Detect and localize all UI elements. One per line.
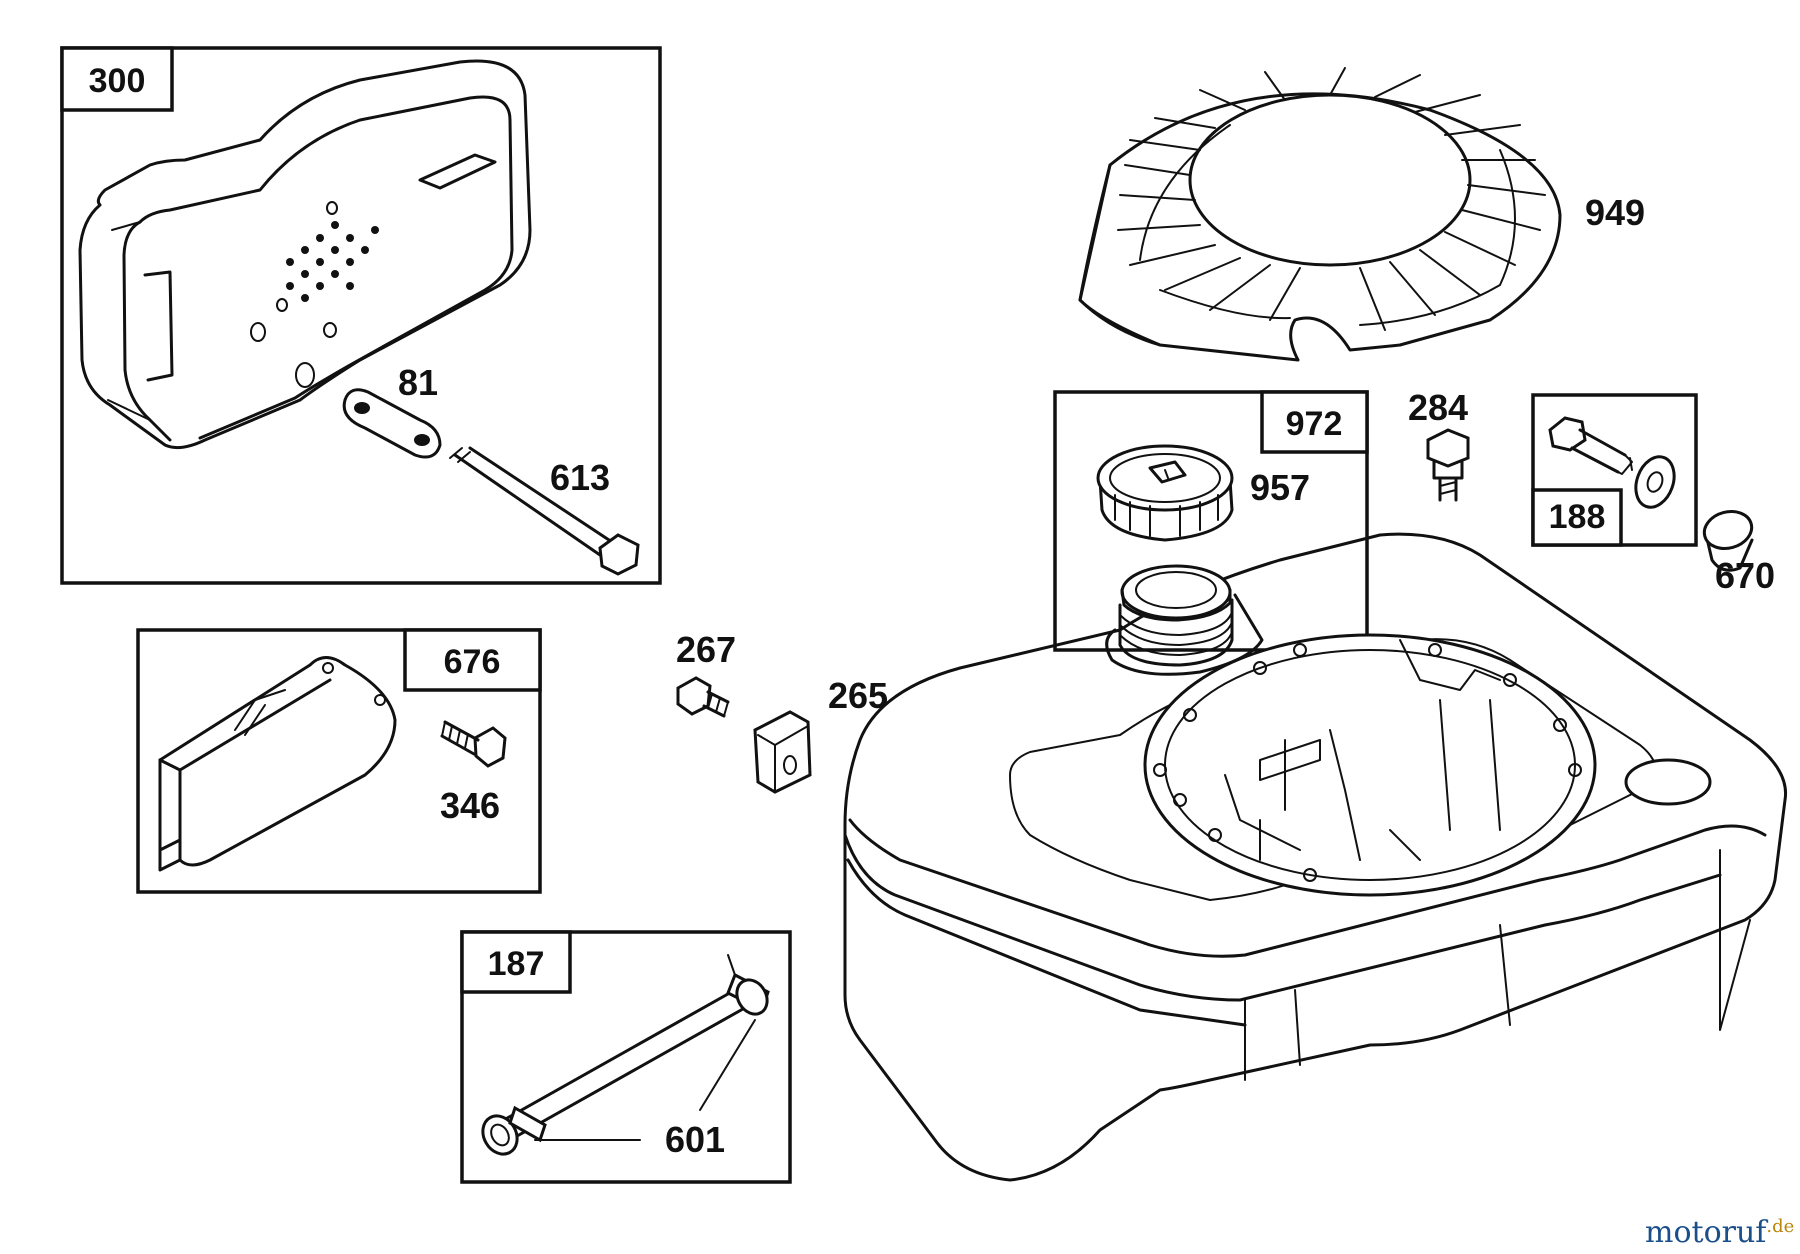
screw-346-icon [440, 720, 507, 768]
lock-plate-label: 81 [398, 362, 438, 403]
fuel-line-icon [481, 954, 770, 1156]
muffler-kit-label: 300 [89, 62, 146, 100]
blower-screen-icon [1078, 67, 1562, 362]
spacer-icon [1702, 510, 1754, 572]
muffler-kit-tag [60, 46, 174, 112]
muffler-bolt-icon [449, 446, 640, 576]
washer-icon [1634, 455, 1676, 509]
screw-346-label: 346 [440, 785, 500, 826]
guard-tag [403, 628, 542, 692]
watermark-brand: motoruf [1645, 1215, 1768, 1250]
screw-284-label: 284 [1408, 387, 1468, 428]
watermark: motoruf.de [1645, 1215, 1794, 1250]
fuel-cap-label: 957 [1250, 467, 1310, 508]
muffler-icon [78, 59, 532, 450]
clip-label: 265 [828, 675, 888, 716]
fuel-line-kit-tag [460, 930, 572, 994]
fuel-cap-icon [1096, 444, 1234, 542]
fuel-line-kit-label: 187 [488, 945, 545, 983]
guard-label: 676 [444, 643, 501, 681]
guard-icon [158, 656, 397, 872]
clip-icon [753, 710, 812, 794]
fuel-cap-kit-label: 972 [1286, 405, 1343, 443]
lock-plate-icon [342, 388, 442, 459]
watermark-tld: .de [1766, 1216, 1794, 1237]
spacer-label: 670 [1715, 555, 1775, 596]
muffler-bolt-label: 613 [550, 457, 610, 498]
screw-267-label: 267 [676, 629, 736, 670]
blower-screen-label: 949 [1585, 192, 1645, 233]
bolt-kit-label: 188 [1549, 498, 1606, 536]
fuel-line-kit-box [460, 930, 792, 1184]
shoulder-bolt-icon [1548, 416, 1633, 475]
guard-box [136, 628, 542, 894]
screw-267-icon [676, 676, 730, 718]
muffler-kit-box [60, 46, 662, 585]
bolt-kit-tag [1531, 488, 1623, 547]
fuel-tank-icon [843, 532, 1788, 1182]
fuel-cap-kit-tag [1260, 390, 1369, 454]
clamp-label: 601 [665, 1119, 725, 1160]
screw-284-icon [1426, 428, 1470, 502]
clamp-leader-lines [534, 1019, 756, 1141]
